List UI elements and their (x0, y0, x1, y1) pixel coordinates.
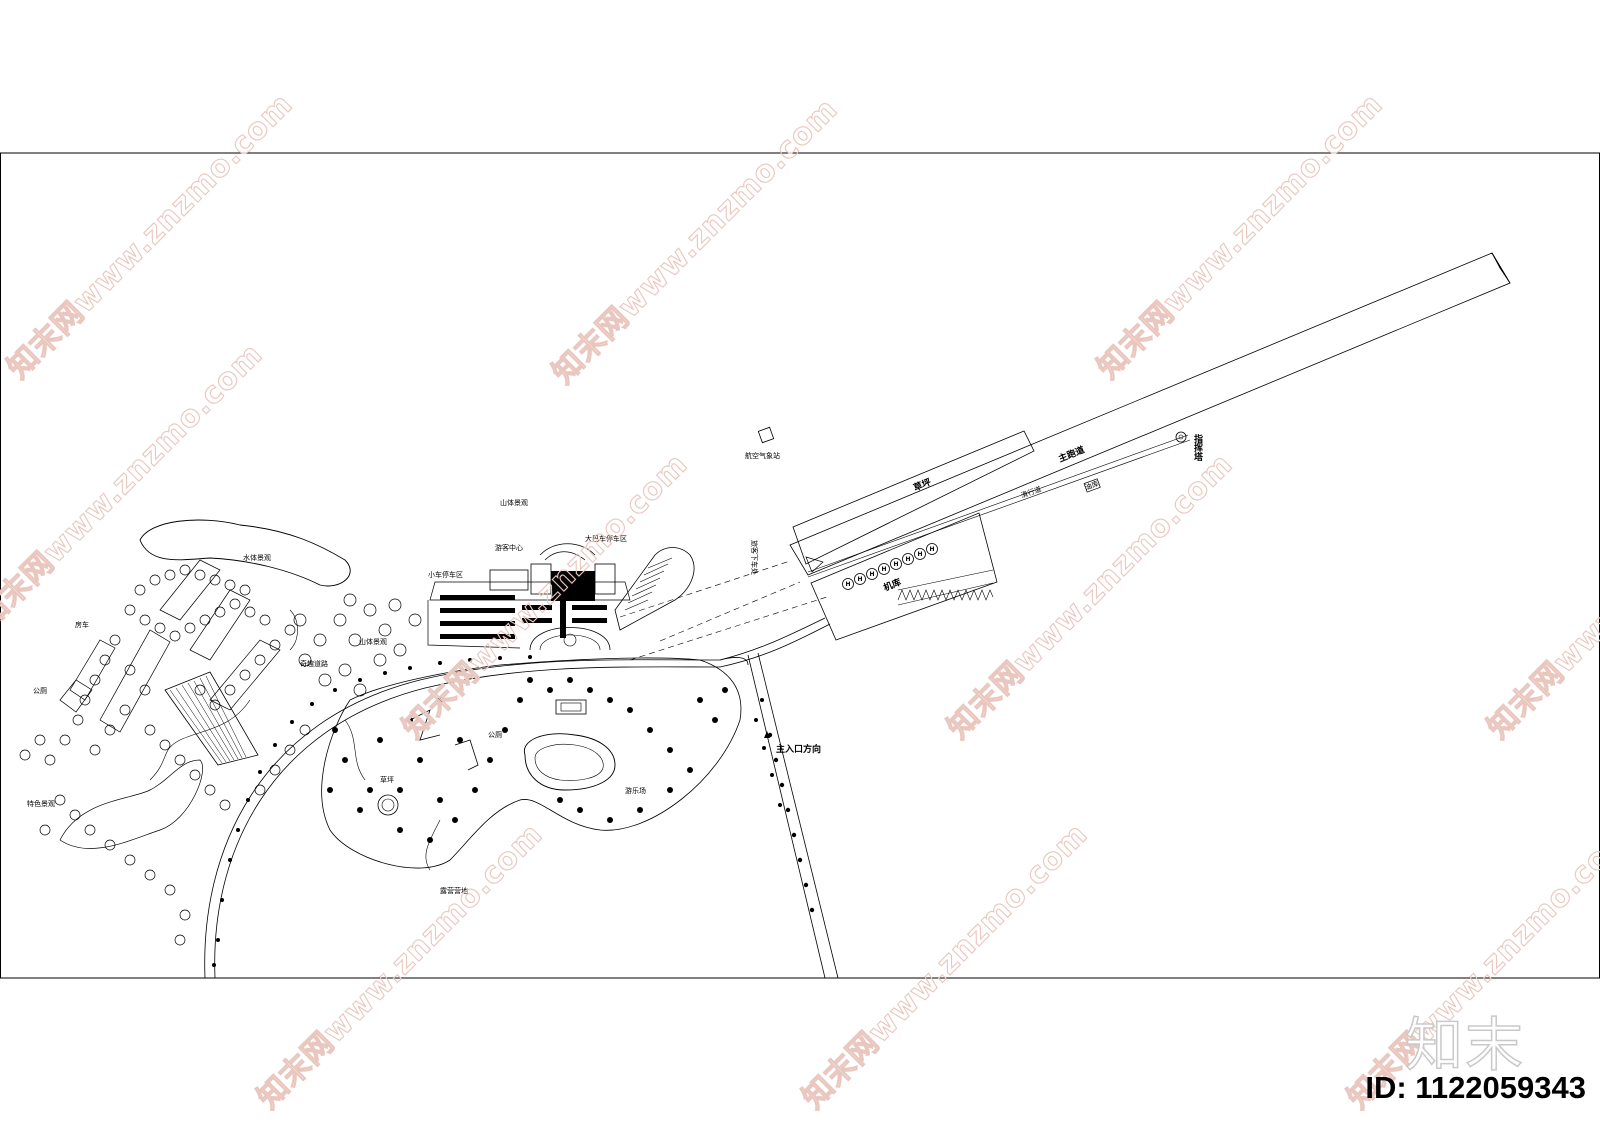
central-pavilion (555, 699, 587, 715)
brand-logo: 知末 (1404, 1010, 1526, 1080)
feature-loop-path (59, 759, 203, 849)
water-body (139, 519, 351, 587)
label-bus-parking: 大巴车停车区 (585, 534, 627, 543)
hill-tree-cluster (293, 593, 422, 697)
village-tree-cluster (19, 564, 311, 946)
weather-station (757, 426, 775, 444)
watermark: 知末网www.znzmo.com (796, 817, 1095, 1116)
residence-rows (59, 559, 281, 733)
hatched-plaza (164, 671, 259, 766)
grass-circle-feature (377, 794, 399, 816)
drawing-frame (0, 152, 1600, 979)
label-rv: 房车 (75, 620, 89, 629)
svg-text:H: H (845, 581, 850, 588)
asset-id-label: ID: 1122059343 (1365, 1070, 1586, 1105)
helipad-row (842, 543, 938, 590)
main-road (204, 617, 839, 979)
hangar-panel (810, 512, 998, 641)
label-main-entrance: 主入口方向 (776, 743, 821, 755)
bus-parking-area (614, 547, 695, 631)
label-control-tower: 指挥塔 (1192, 433, 1203, 462)
label-water-scenery: 水体景观 (243, 553, 271, 562)
label-runway-lawn: 草坪 (912, 476, 933, 494)
taxiway-line (807, 434, 1189, 573)
playground-pool (523, 733, 616, 791)
svg-text:H: H (881, 566, 886, 573)
plaza-fan (529, 627, 611, 651)
watermark-layer: 知末网www.znzmo.com 知末网www.znzmo.com 知末网www… (0, 86, 1600, 1116)
svg-text:H: H (905, 556, 910, 563)
dashed-guide-lines (619, 560, 831, 661)
watermark: 知末网www.znzmo.com (251, 817, 550, 1116)
label-visitor-center: 游客中心 (495, 543, 523, 552)
watermark: 知末网www.znzmo.com (1091, 87, 1390, 386)
watermark: 知末网www.znzmo.com (546, 92, 845, 391)
label-toilet-mid: 公厕 (488, 731, 502, 739)
label-mountain-scenery-mid: 山体景观 (359, 637, 387, 646)
watermark: 知末网www.znzmo.com (941, 447, 1240, 746)
label-mountain-scenery-top: 山体景观 (500, 498, 528, 507)
runway-grass-panel (792, 430, 1035, 565)
label-park-lawn: 草坪 (380, 775, 394, 784)
oil-depot (1083, 478, 1101, 493)
label-taxiway: 滑行道 (1020, 484, 1043, 500)
label-toilet-left: 公厕 (33, 687, 47, 695)
hangar-zigzag (897, 589, 994, 601)
svg-text:H: H (869, 571, 874, 578)
svg-text:H: H (929, 546, 934, 553)
label-weather-station: 航空气象站 (745, 451, 780, 460)
park-tree-cluster (327, 677, 728, 843)
label-campsite: 露营营地 (440, 886, 468, 895)
svg-text:H: H (857, 576, 862, 583)
park-boundary (321, 657, 742, 869)
watermark: 知末网www.znzmo.com (1, 87, 300, 386)
watermark: 知末网www.znzmo.com (1481, 447, 1600, 746)
visitor-center-building (551, 571, 595, 601)
runway (789, 252, 1511, 576)
label-drop-off: 旅客下车处 (750, 540, 759, 575)
car-parking-rows (440, 595, 607, 639)
label-playground: 游乐场 (625, 786, 646, 795)
label-fun-road: 奇趣道路 (300, 659, 328, 668)
label-car-parking: 小车停车区 (428, 570, 463, 579)
control-tower (1175, 431, 1187, 443)
entrance-arrow-icon (764, 731, 770, 738)
svg-text:H: H (893, 561, 898, 568)
label-oil-depot: 油库 (1084, 479, 1100, 492)
bus-bays (624, 557, 673, 611)
label-main-runway: 主跑道 (1057, 444, 1087, 465)
road-tree-rows (212, 655, 815, 967)
label-feature-scenery: 特色景观 (27, 799, 55, 808)
label-hangar: 机库 (882, 576, 903, 594)
svg-text:H: H (917, 551, 922, 558)
